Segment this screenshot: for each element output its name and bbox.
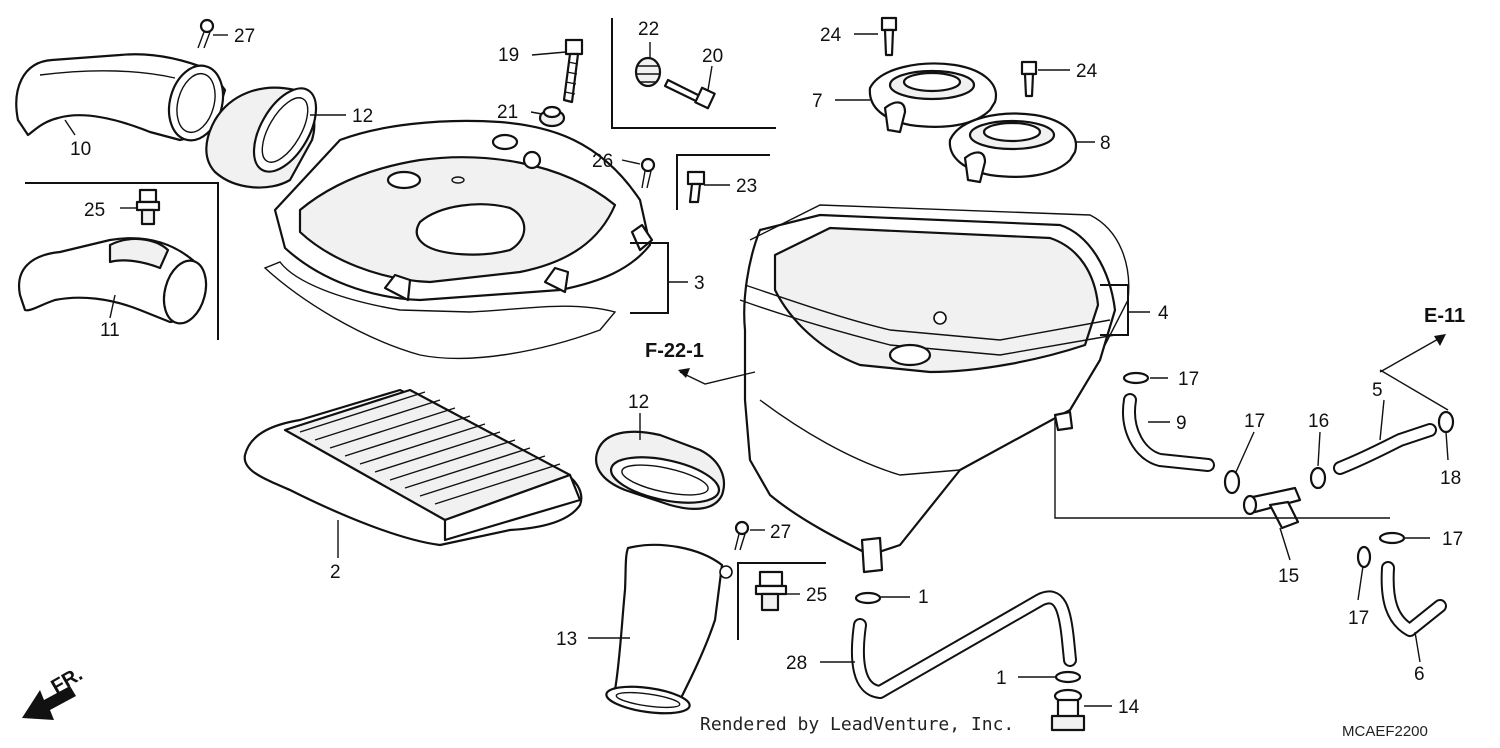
callout-14: 14 xyxy=(1118,697,1140,718)
cap-7[interactable] xyxy=(868,62,998,134)
bolt-20[interactable] xyxy=(663,78,716,110)
callout-5: 5 xyxy=(1372,380,1383,401)
callout-3: 3 xyxy=(694,273,705,294)
f22-reference-arrow xyxy=(678,368,756,385)
callout-16: 16 xyxy=(1308,411,1329,432)
clip-17-c[interactable] xyxy=(1378,531,1406,545)
callout-labels: 1 1 2 3 4 5 6 7 8 9 10 11 12 12 13 14 15… xyxy=(70,19,1463,718)
callout-22: 22 xyxy=(638,19,659,40)
callout-9: 9 xyxy=(1176,413,1187,434)
clip-17-a[interactable] xyxy=(1122,371,1150,385)
callout-12-top: 12 xyxy=(352,106,373,127)
hose-6[interactable] xyxy=(1380,561,1447,637)
bolt-24-right[interactable] xyxy=(1020,60,1038,98)
joint-15[interactable] xyxy=(1242,486,1302,530)
screw-27-bottom[interactable] xyxy=(734,520,750,551)
callout-10: 10 xyxy=(70,139,91,160)
bolt-23[interactable] xyxy=(686,170,706,204)
bolt-25-bottom[interactable] xyxy=(754,570,788,612)
screw-27-top[interactable] xyxy=(197,18,215,49)
callout-28: 28 xyxy=(786,653,807,674)
callout-13: 13 xyxy=(556,629,577,650)
section-dividers xyxy=(25,18,826,640)
air-filter-2[interactable] xyxy=(243,388,583,547)
callout-8: 8 xyxy=(1100,133,1111,154)
air-duct-10[interactable] xyxy=(15,53,231,146)
callout-4: 4 xyxy=(1158,303,1169,324)
clip-18[interactable] xyxy=(1437,410,1455,434)
diagram-code: MCAEF2200 xyxy=(1342,723,1428,740)
callout-15: 15 xyxy=(1278,566,1299,587)
foam-seal-12-mid[interactable] xyxy=(595,430,726,511)
leader-lines xyxy=(64,33,1449,707)
hose-5[interactable] xyxy=(1333,423,1437,475)
callout-1-bottom: 1 xyxy=(996,668,1007,689)
callout-24-right: 24 xyxy=(1076,61,1098,82)
grommet-22[interactable] xyxy=(634,56,662,88)
callout-11: 11 xyxy=(100,320,120,341)
reference-e11[interactable]: E-11 xyxy=(1424,305,1465,327)
clip-16[interactable] xyxy=(1309,466,1327,490)
air-duct-13[interactable] xyxy=(605,543,733,718)
hose-9[interactable] xyxy=(1122,393,1215,472)
bolt-25-top[interactable] xyxy=(135,188,161,226)
clip-1-top[interactable] xyxy=(854,591,882,605)
callout-12-mid: 12 xyxy=(628,392,649,413)
callout-25-bottom: 25 xyxy=(806,585,827,606)
callout-18: 18 xyxy=(1440,468,1461,489)
air-cleaner-case-4[interactable] xyxy=(739,204,1130,574)
air-cleaner-cover-3[interactable] xyxy=(263,119,654,360)
group-brackets xyxy=(630,242,1390,519)
e11-reference-arrow xyxy=(1379,334,1446,373)
callout-17-b: 17 xyxy=(1244,411,1265,432)
front-direction-arrow xyxy=(22,686,76,720)
callout-27-bottom: 27 xyxy=(770,522,791,543)
air-duct-11[interactable] xyxy=(17,237,213,328)
callout-1-top: 1 xyxy=(918,587,929,608)
clip-1-bottom[interactable] xyxy=(1054,670,1082,684)
clip-17-b[interactable] xyxy=(1223,469,1241,495)
callout-2: 2 xyxy=(330,562,341,583)
clip-17-d[interactable] xyxy=(1356,545,1372,569)
callout-26: 26 xyxy=(592,151,613,172)
callout-20: 20 xyxy=(702,46,723,67)
reference-f22[interactable]: F-22-1 xyxy=(645,340,704,362)
callout-6: 6 xyxy=(1414,664,1425,685)
drain-plug-14[interactable] xyxy=(1050,688,1086,732)
callout-23: 23 xyxy=(736,176,757,197)
bolt-24-top[interactable] xyxy=(880,16,898,57)
grommet-21[interactable] xyxy=(538,105,566,128)
drain-hose-28[interactable] xyxy=(850,590,1077,699)
callout-17-a: 17 xyxy=(1178,369,1199,390)
callout-7: 7 xyxy=(812,91,823,112)
callout-21: 21 xyxy=(497,102,518,123)
bolt-19[interactable] xyxy=(562,38,584,104)
front-label: FR. xyxy=(48,663,87,698)
cap-8[interactable] xyxy=(948,112,1078,184)
callout-19: 19 xyxy=(498,45,519,66)
credit-text: Rendered by LeadVenture, Inc. xyxy=(700,714,1014,735)
screw-26[interactable] xyxy=(640,157,656,189)
callout-17-c: 17 xyxy=(1442,529,1463,550)
callout-24-top: 24 xyxy=(820,25,842,46)
callout-27-top: 27 xyxy=(234,26,255,47)
foam-seal-12-top[interactable] xyxy=(205,78,328,189)
callout-25-top: 25 xyxy=(84,200,105,221)
callout-17-d: 17 xyxy=(1348,608,1369,629)
